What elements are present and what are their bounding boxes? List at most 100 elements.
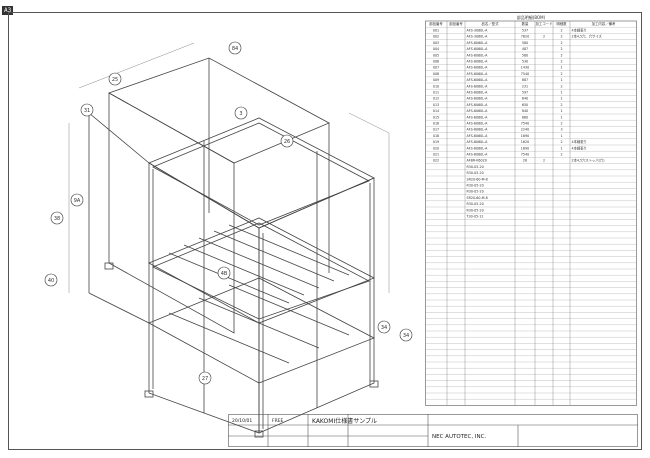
bom-cell: 2 (560, 140, 562, 144)
svg-text:9A: 9A (74, 198, 81, 204)
bom-cell: AFS-6060L-A (467, 66, 489, 70)
svg-text:27: 27 (202, 376, 208, 382)
bom-cell: 004 (433, 47, 439, 51)
bom-cell: 1690 (521, 134, 529, 138)
bom-cell: 1 (560, 109, 562, 113)
bom-cell: AFS-6060L-A (467, 41, 489, 45)
bom-cell: 022 (433, 159, 439, 163)
bom-cell: 2 (560, 153, 562, 157)
bom-cell: 012 (433, 97, 439, 101)
bom-cell: 009 (433, 78, 439, 82)
bom-cell: R30-05-20 (467, 184, 484, 188)
bom-cell: AFS-6060L-A (467, 91, 489, 95)
date-text: 20/10/01 (232, 418, 252, 424)
bom-cell: AFS-3060L-A (467, 29, 489, 33)
bom-cell: AFS-6060L-A (467, 60, 489, 64)
bom-cell: R30-05-20 (467, 165, 484, 169)
bom-cell: AFS-6060L-A (467, 134, 489, 138)
callout-38: 38 (50, 211, 64, 225)
bom-cell: 1 (560, 134, 562, 138)
svg-text:26: 26 (284, 139, 290, 145)
bom-cell: 003 (433, 41, 439, 45)
bom-cell: AFS-3060L-A (467, 35, 489, 39)
bom-cell: 016 (433, 122, 439, 126)
bom-cell: 014 (433, 109, 439, 113)
callout-9a: 9A (70, 193, 84, 207)
callout-84: 84 (228, 41, 242, 55)
bom-cell: 017 (433, 128, 439, 132)
drawing-name: KAKOMI仕様書サンプル (312, 417, 377, 425)
bom-cell: 2 (560, 53, 562, 57)
bom-cell: AFS-6060L-A (467, 122, 489, 126)
callout-34: 34 (377, 320, 391, 334)
bom-cell: 7540 (521, 153, 529, 157)
bom-cell: 1 (560, 97, 562, 101)
bom-cell: 005 (433, 53, 439, 57)
bom-cell: 1 (560, 146, 562, 150)
bom-cell: 487 (522, 47, 528, 51)
bom-cell: AFS-6060L-A (467, 140, 489, 144)
bom-cell: AFS-6060L-A (467, 97, 489, 101)
callout-4b: 4B (217, 266, 231, 280)
bom-cell: 013 (433, 103, 439, 107)
bom-cell: 1430 (521, 66, 529, 70)
bom-cell: AFS-6060L-A (467, 72, 489, 76)
bom-cell: 580 (522, 41, 528, 45)
bom-cell: 2 (560, 35, 562, 39)
bom-cell: AFS-6060L-A (467, 115, 489, 119)
bom-cell: R30-05-20 (467, 208, 484, 212)
bom-cell: 2 (560, 103, 562, 107)
bom-cell: 2 (543, 159, 545, 163)
callout-3: 3 (234, 106, 248, 120)
svg-text:3: 3 (239, 111, 242, 117)
bom-cell: 001 (433, 29, 439, 33)
bom-cell: 580 (522, 53, 528, 57)
bom-cell: 2240 (521, 128, 529, 132)
bom-cell: 2 (560, 60, 562, 64)
callout-40: 40 (44, 273, 58, 287)
callout-34b: 34 (399, 328, 413, 342)
bom-cell: 021 (433, 153, 439, 157)
bom-cell: AFS-6060L-A (467, 47, 489, 51)
bom-cell: 860 (522, 115, 528, 119)
bom-cell: 1 (560, 115, 562, 119)
bom-cell: 011 (433, 91, 439, 95)
bom-cell: 2 (560, 122, 562, 126)
bom-cell: 640 (522, 97, 528, 101)
bom-cell: 650 (522, 103, 528, 107)
bom-cell: AFS-6060L-A (467, 78, 489, 82)
bom-cell: 597 (522, 91, 528, 95)
bom-cell: 4本線張り (572, 28, 587, 33)
bom-cell: 1 (560, 66, 562, 70)
bom-cell: T30-05-12 (466, 215, 484, 219)
bom-cell: 018 (433, 134, 439, 138)
bom-cell: 019 (433, 140, 439, 144)
bom-cell: 010 (433, 84, 439, 88)
bom-cell: AFS-6060L-A (467, 146, 489, 150)
bom-header-cell: 部品番号 (449, 21, 463, 26)
bom-header-cell: 明細数 (556, 21, 567, 26)
svg-text:38: 38 (54, 216, 60, 222)
bom-cell: 006 (433, 60, 439, 64)
callout-25: 25 (108, 72, 122, 86)
callout-31: 31 (80, 103, 94, 117)
bom-cell: 231 (522, 84, 528, 88)
free-text: FREE (272, 418, 284, 424)
svg-text:34: 34 (381, 325, 387, 331)
bom-cell: R30-05-20 (467, 190, 484, 194)
bom-cell: 2 (560, 72, 562, 76)
bom-header-cell: 数量 (522, 21, 529, 26)
bom-cell: R30-05-20 (467, 171, 484, 175)
bom-cell: AFS-6060L-A (467, 153, 489, 157)
bom-cell: 015 (433, 115, 439, 119)
bom-cell: 28 (523, 159, 527, 163)
bom-header-cell: 加工コード (536, 21, 553, 26)
bom-cell: 2 (543, 35, 545, 39)
bom-cell: AFBR-K6020 (467, 159, 487, 163)
bom-cell: 4本線張り (572, 139, 587, 144)
bom-cell: 007 (433, 66, 439, 70)
svg-text:40: 40 (48, 278, 54, 284)
bom-cell: R30-05-20 (467, 202, 484, 206)
bom-cell: 7540 (521, 122, 529, 126)
